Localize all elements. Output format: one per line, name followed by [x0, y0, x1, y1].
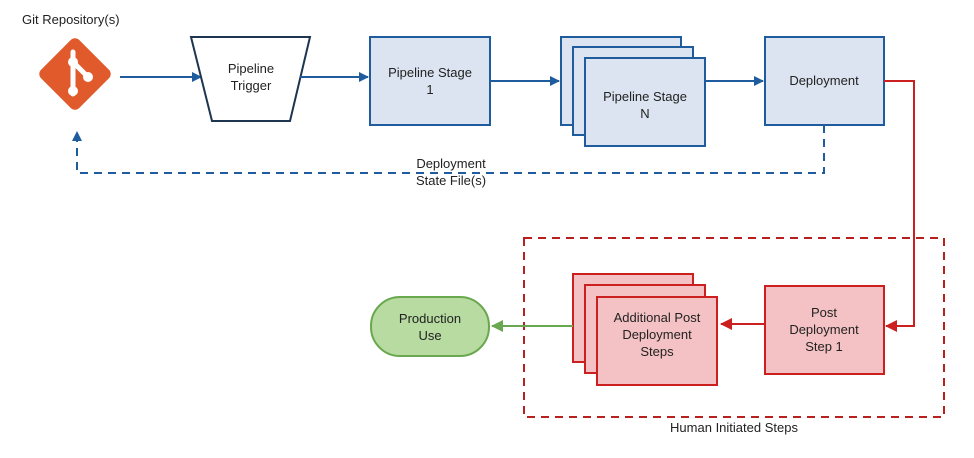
additional-post-label-2: Deployment: [622, 327, 692, 342]
post-step-label-3: Step 1: [805, 339, 843, 354]
post-step-label-2: Deployment: [789, 322, 859, 337]
state-files-label-1: Deployment: [416, 156, 486, 171]
pipeline-stage-1-label-1: Pipeline Stage: [388, 65, 472, 80]
deployment-node: Deployment: [764, 36, 885, 126]
production-use-node: Production Use: [370, 296, 490, 357]
deployment-label: Deployment: [789, 73, 859, 88]
pipeline-stage-n-label-1: Pipeline Stage: [603, 89, 687, 104]
additional-post-label-1: Additional Post: [614, 310, 701, 325]
git-icon: [39, 38, 111, 110]
state-files-label-2: State File(s): [416, 173, 486, 188]
pipeline-stage-1-node: Pipeline Stage 1: [369, 36, 491, 126]
additional-post-steps-node: Additional Post Deployment Steps: [572, 273, 718, 386]
production-label-1: Production: [399, 311, 461, 326]
arrow-state-files-feedback: [72, 125, 825, 174]
arrow-deployment-to-post-step: [884, 80, 915, 332]
pipeline-stage-n-label-2: N: [640, 106, 649, 121]
git-repo-label: Git Repository(s): [22, 12, 120, 27]
production-label-2: Use: [418, 328, 441, 343]
additional-post-label-3: Steps: [640, 344, 674, 359]
pipeline-stage-1-label-2: 1: [426, 82, 433, 97]
post-step-label-1: Post: [811, 305, 837, 320]
pipeline-trigger-label-1: Pipeline: [228, 61, 274, 76]
post-deployment-step-1-node: Post Deployment Step 1: [764, 285, 885, 375]
pipeline-trigger-node: Pipeline Trigger: [189, 36, 312, 122]
human-initiated-label: Human Initiated Steps: [670, 420, 798, 435]
pipeline-stage-n-node: Pipeline Stage N: [560, 36, 706, 147]
human-initiated-group: [523, 237, 945, 418]
pipeline-trigger-label-2: Trigger: [231, 78, 272, 93]
